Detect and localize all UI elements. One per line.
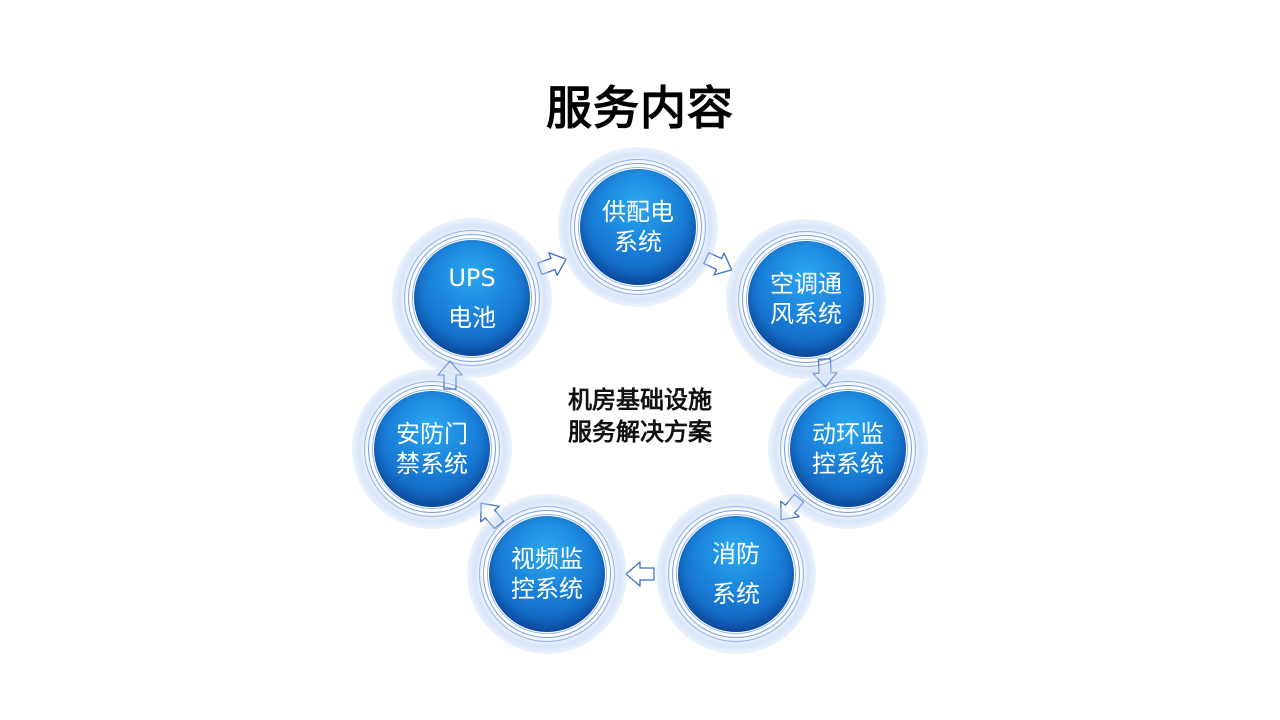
center-label-line2: 服务解决方案 (568, 418, 712, 446)
center-label-line1: 机房基础设施 (568, 386, 712, 414)
page-title: 服务内容 (546, 81, 734, 135)
node-ups-battery: UPS 电池 (392, 218, 552, 378)
node-env-monitoring-circle: 动环监 控系统 (790, 391, 906, 507)
node-power-distribution-circle: 供配电 系统 (580, 169, 696, 285)
node-label-line2: 控系统 (511, 575, 583, 603)
node-label-line2: 系统 (712, 580, 760, 608)
node-fire-protection: 消防 系统 (656, 494, 816, 654)
center-label: 机房基础设施 服务解决方案 (520, 384, 760, 448)
node-label-line1: 空调通 (770, 270, 842, 298)
node-hvac: 空调通 风系统 (726, 219, 886, 379)
node-video-surveillance-circle: 视频监 控系统 (489, 516, 605, 632)
node-label-line2: 电池 (448, 304, 496, 332)
node-label-line1: 消防 (712, 540, 760, 568)
node-label-line2: 禁系统 (396, 450, 468, 478)
node-ups-battery-circle: UPS 电池 (414, 240, 530, 356)
node-access-control-circle: 安防门 禁系统 (374, 391, 490, 507)
node-label-line1: 动环监 (812, 420, 884, 448)
node-access-control: 安防门 禁系统 (352, 369, 512, 529)
node-label-line2: 控系统 (812, 450, 884, 478)
node-label-line2: 风系统 (770, 300, 842, 328)
node-env-monitoring: 动环监 控系统 (768, 369, 928, 529)
node-label-line2: 系统 (614, 228, 662, 256)
node-hvac-circle: 空调通 风系统 (748, 241, 864, 357)
node-label-line1: 供配电 (602, 198, 674, 226)
node-video-surveillance: 视频监 控系统 (467, 494, 627, 654)
arrow-fire-to-video (625, 561, 655, 587)
node-label-line1: UPS (448, 264, 496, 292)
node-fire-protection-circle: 消防 系统 (678, 516, 794, 632)
node-label-line1: 视频监 (511, 545, 583, 573)
node-power-distribution: 供配电 系统 (558, 147, 718, 307)
node-label-line1: 安防门 (396, 420, 468, 448)
